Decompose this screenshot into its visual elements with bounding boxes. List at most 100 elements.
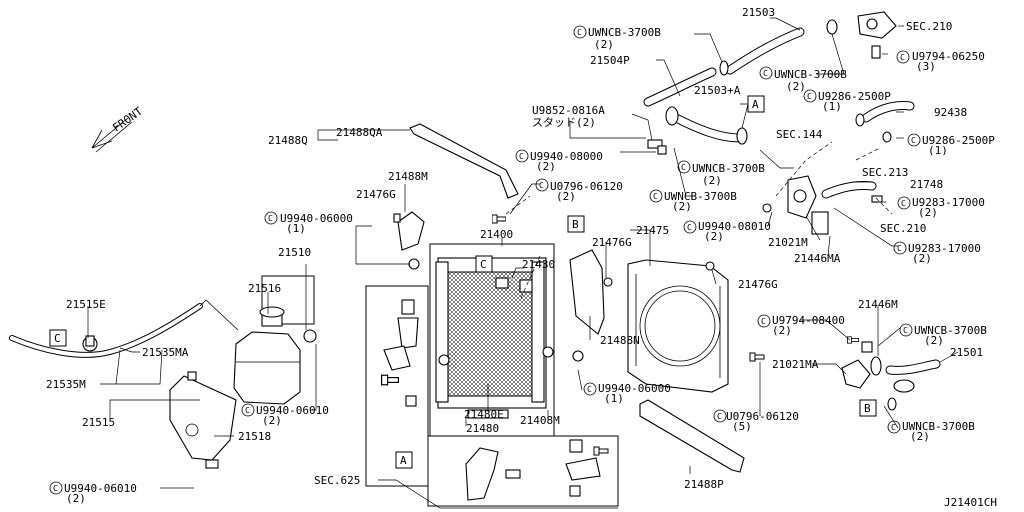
svg-text:C: C bbox=[900, 53, 905, 62]
label-u9286-a: U9286-2500P bbox=[818, 90, 891, 103]
label-u9794-top: U9794-06250 bbox=[912, 50, 985, 63]
svg-text:C: C bbox=[245, 406, 250, 415]
label-u9794-top-q: (3) bbox=[916, 60, 936, 73]
label-u9283-a: U9283-17000 bbox=[912, 196, 985, 209]
label-u9283-b: U9283-17000 bbox=[908, 242, 981, 255]
label-u9286-a-q: (1) bbox=[822, 100, 842, 113]
label-21021m: 21021M bbox=[768, 236, 808, 249]
svg-text:C: C bbox=[903, 326, 908, 335]
front-arrow-icon bbox=[91, 117, 133, 153]
upper-seal-21488q bbox=[409, 123, 519, 199]
drawing-id: J21401CH bbox=[944, 496, 997, 509]
label-21488n: 21488N bbox=[600, 334, 640, 347]
label-u9940-08000-q: (2) bbox=[536, 160, 556, 173]
svg-text:B: B bbox=[572, 218, 579, 231]
label-uwncb-2: UWNCB-3700B bbox=[774, 68, 847, 81]
label-21515e: 21515E bbox=[66, 298, 106, 311]
label-sec625: SEC.625 bbox=[314, 474, 360, 487]
svg-text:C: C bbox=[54, 332, 61, 345]
label-u9940-06000-a-q: (1) bbox=[286, 222, 306, 235]
label-21535ma: 21535MA bbox=[142, 346, 189, 359]
label-21488m: 21488M bbox=[388, 170, 428, 183]
label-u9940-08010: U9940-08010 bbox=[698, 220, 771, 233]
label-u0796-bot-q: (5) bbox=[732, 420, 752, 433]
label-21476g-a: 21476G bbox=[356, 188, 396, 201]
label-uwncb-4: UWNCB-3700B bbox=[664, 190, 737, 203]
label-21480: 21480 bbox=[466, 422, 499, 435]
label-sec210-mid: SEC.210 bbox=[880, 222, 926, 235]
label-21488p: 21488P bbox=[684, 478, 724, 491]
reservoir-tank-21510 bbox=[233, 306, 317, 405]
standard-part-markers bbox=[49, 25, 921, 495]
fan-shroud-21475 bbox=[627, 259, 729, 393]
label-21446m: 21446M bbox=[858, 298, 898, 311]
label-21510: 21510 bbox=[278, 246, 311, 259]
label-u9940-06000-b: U9940-06000 bbox=[598, 382, 671, 395]
svg-text:B: B bbox=[864, 402, 871, 415]
standard-part-marker-letters: CC CC CC CC CC CC CC CC CC CC bbox=[53, 28, 916, 493]
label-uwncb-3: UWNCB-3700B bbox=[692, 162, 765, 175]
label-92438: 92438 bbox=[934, 106, 967, 119]
label-u0796-bot: U0796-06120 bbox=[726, 410, 799, 423]
hose-21503a bbox=[647, 106, 748, 155]
front-label: FRONT bbox=[110, 105, 145, 135]
label-u0796-top: U0796-06120 bbox=[550, 180, 623, 193]
svg-text:C: C bbox=[761, 317, 766, 326]
radiator-mounts bbox=[380, 299, 609, 501]
label-u9283-a-q: (2) bbox=[918, 206, 938, 219]
callout-a-top: A bbox=[747, 95, 765, 113]
label-u9852: U9852-0816A bbox=[532, 104, 605, 117]
svg-text:C: C bbox=[807, 92, 812, 101]
svg-text:C: C bbox=[587, 385, 592, 394]
label-uwncb-3-q: (2) bbox=[702, 174, 722, 187]
label-u9794-mid-q: (2) bbox=[772, 324, 792, 337]
label-21488q: 21488Q bbox=[268, 134, 308, 147]
svg-text:C: C bbox=[717, 412, 722, 421]
label-21503a: 21503+A bbox=[694, 84, 741, 97]
label-u9940-06010-a: U9940-06010 bbox=[256, 404, 329, 417]
svg-text:C: C bbox=[687, 223, 692, 232]
label-21501: 21501 bbox=[950, 346, 983, 359]
label-u9940-06000-a: U9940-06000 bbox=[280, 212, 353, 225]
label-uwncb-top-q: (2) bbox=[594, 38, 614, 51]
label-u9940-06010-b: U9940-06010 bbox=[64, 482, 137, 495]
svg-text:A: A bbox=[752, 98, 759, 111]
callout-a-bot: A bbox=[395, 451, 413, 469]
overflow-hose-21515 bbox=[9, 299, 239, 358]
label-sec144: SEC.144 bbox=[776, 128, 823, 141]
water-outlet-21021m bbox=[762, 175, 883, 235]
label-21446ma: 21446MA bbox=[794, 252, 841, 265]
svg-text:C: C bbox=[577, 28, 582, 37]
svg-text:C: C bbox=[480, 258, 487, 271]
label-u9940-08010-q: (2) bbox=[704, 230, 724, 243]
callout-c-left: C bbox=[49, 329, 67, 347]
label-u9283-b-q: (2) bbox=[912, 252, 932, 265]
label-21504p: 21504P bbox=[590, 54, 630, 67]
part-labels: SEC.210 21503 UWNCB-3700B (2) U9794-0625… bbox=[46, 6, 997, 509]
svg-text:C: C bbox=[539, 181, 544, 190]
label-u9940-06010-a-q: (2) bbox=[262, 414, 282, 427]
svg-text:C: C bbox=[901, 199, 906, 208]
label-uwncb-5: UWNCB-3700B bbox=[914, 324, 987, 337]
label-21515: 21515 bbox=[82, 416, 115, 429]
label-21430: 21430 bbox=[522, 258, 555, 271]
fasteners bbox=[393, 213, 765, 362]
label-uwncb-4-q: (2) bbox=[672, 200, 692, 213]
leader-lines bbox=[87, 17, 959, 509]
hose-92438 bbox=[855, 101, 915, 143]
bracket-21488m bbox=[397, 211, 425, 251]
label-21476g-b: 21476G bbox=[592, 236, 632, 249]
upper-radiator-hose-21503 bbox=[643, 11, 897, 107]
label-sec213: SEC.213 bbox=[862, 166, 908, 179]
label-21488qa: 21488QA bbox=[336, 126, 383, 139]
label-sec210-top: SEC.210 bbox=[906, 20, 952, 33]
label-21480e: 21480E bbox=[464, 408, 504, 421]
label-uwncb-6: UWNCB-3700B bbox=[902, 420, 975, 433]
label-u0796-top-q: (2) bbox=[556, 190, 576, 203]
callout-b-mid: B bbox=[567, 215, 585, 233]
svg-text:C: C bbox=[891, 423, 896, 432]
label-21503: 21503 bbox=[742, 6, 775, 19]
svg-text:C: C bbox=[897, 244, 902, 253]
label-uwncb-2-q: (2) bbox=[786, 80, 806, 93]
